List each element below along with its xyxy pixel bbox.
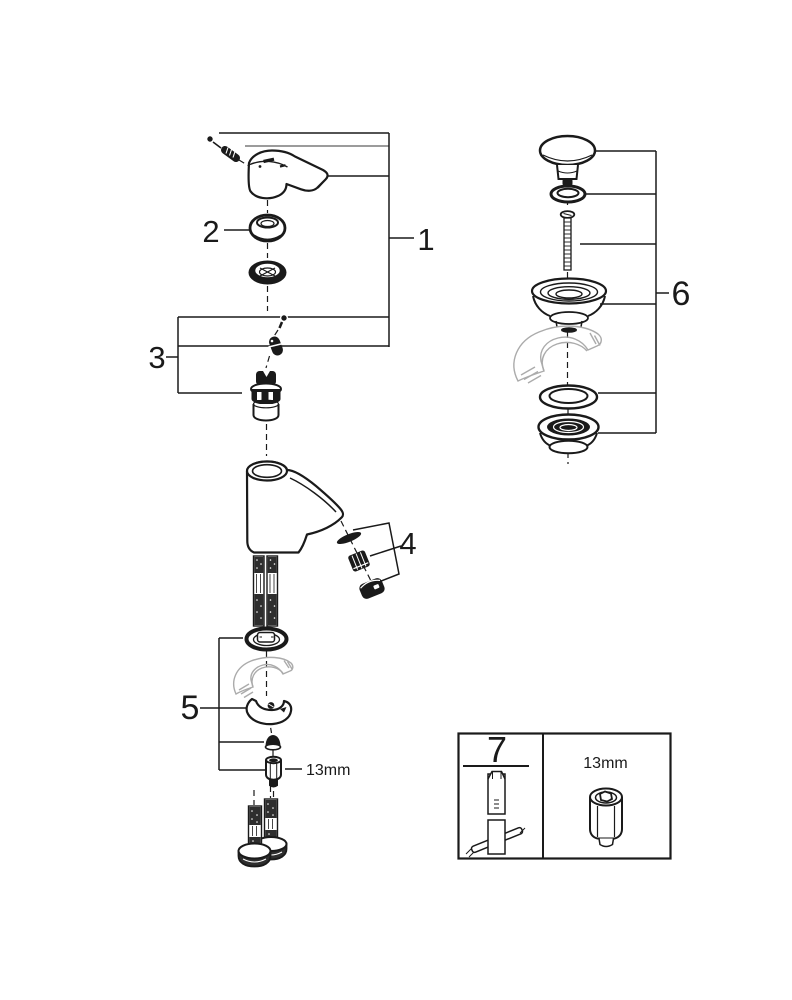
callout-4-bracket [352, 522, 402, 584]
drain-wedge-ghost [513, 325, 602, 384]
bearing-ring [248, 260, 287, 285]
drain-screw [559, 210, 576, 271]
callout-6-bracket [580, 150, 669, 434]
toolbox [457, 732, 672, 860]
mounting-studs [252, 555, 279, 627]
handle-screw [206, 135, 240, 162]
drain-plug-knob [538, 134, 597, 191]
mounting-nut [265, 755, 282, 788]
callout-6-label: 6 [672, 275, 691, 313]
socket-wrench-tool [465, 770, 526, 858]
cartridge-screw [278, 313, 289, 329]
mounting-horseshoe [245, 697, 293, 726]
cartridge-adjuster [268, 336, 284, 356]
hex-socket [589, 787, 623, 848]
faucet-body [245, 460, 345, 554]
drain-seal-ring [549, 184, 587, 204]
aerator-cap [359, 578, 385, 599]
center-axis-lines [238, 159, 569, 805]
callout-7-label: 7 [487, 729, 507, 770]
cone-washer [264, 735, 282, 751]
drain-flange [530, 277, 608, 333]
base-ring [244, 626, 289, 652]
handle-cap-ring [248, 213, 287, 243]
stabilizer-wedge-ghost [233, 656, 294, 699]
callout-2-label: 2 [202, 214, 219, 249]
toolbox-size-label: 13mm [583, 755, 627, 772]
callout-5-bracket [200, 637, 265, 771]
aerator-insert [348, 550, 370, 572]
nut-size-label: 13mm [306, 762, 350, 779]
callout-3-label: 3 [148, 340, 165, 375]
lever-handle [247, 149, 329, 200]
callout-1-bracket [219, 132, 414, 347]
cartridge [250, 371, 282, 422]
supply-hoses [237, 798, 288, 868]
aerator-oring [336, 531, 362, 545]
callout-1-label: 1 [417, 222, 434, 257]
callout-5-label: 5 [181, 689, 200, 727]
drain-gasket-ring [538, 384, 599, 410]
drain-body [537, 413, 600, 455]
callout-4-label: 4 [399, 526, 416, 561]
